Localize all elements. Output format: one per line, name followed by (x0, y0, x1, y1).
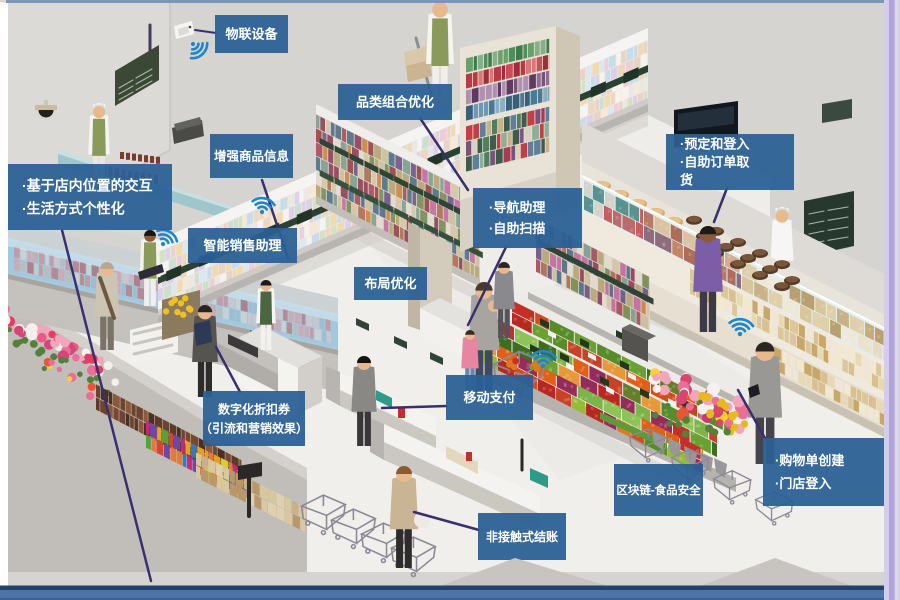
svg-text:货: 货 (680, 173, 693, 188)
svg-text:·购物单创建: ·购物单创建 (775, 453, 844, 468)
svg-text:·导航助理: ·导航助理 (489, 200, 545, 215)
svg-text:增强商品信息: 增强商品信息 (214, 149, 290, 164)
svg-text:品类组合优化: 品类组合优化 (356, 95, 434, 110)
svg-text:·生活方式个性化: ·生活方式个性化 (22, 201, 125, 217)
svg-text:区块链-食品安全: 区块链-食品安全 (616, 483, 701, 497)
svg-text:布局优化: 布局优化 (364, 276, 416, 291)
svg-text:智能销售助理: 智能销售助理 (203, 238, 281, 253)
svg-text:·基于店内位置的交互: ·基于店内位置的交互 (22, 178, 153, 194)
svg-text:·预定和登入: ·预定和登入 (680, 137, 749, 152)
svg-text:物联设备: 物联设备 (225, 27, 278, 42)
svg-text:非接触式结账: 非接触式结账 (486, 529, 558, 544)
svg-text:·自助扫描: ·自助扫描 (489, 221, 545, 236)
svg-text:数字化折扣券: 数字化折扣券 (218, 401, 291, 416)
svg-text:（引流和营销效果）: （引流和营销效果） (200, 420, 308, 435)
svg-text:·自助订单取: ·自助订单取 (680, 155, 750, 170)
svg-text:·门店登入: ·门店登入 (775, 476, 831, 491)
svg-text:移动支付: 移动支付 (463, 390, 515, 405)
